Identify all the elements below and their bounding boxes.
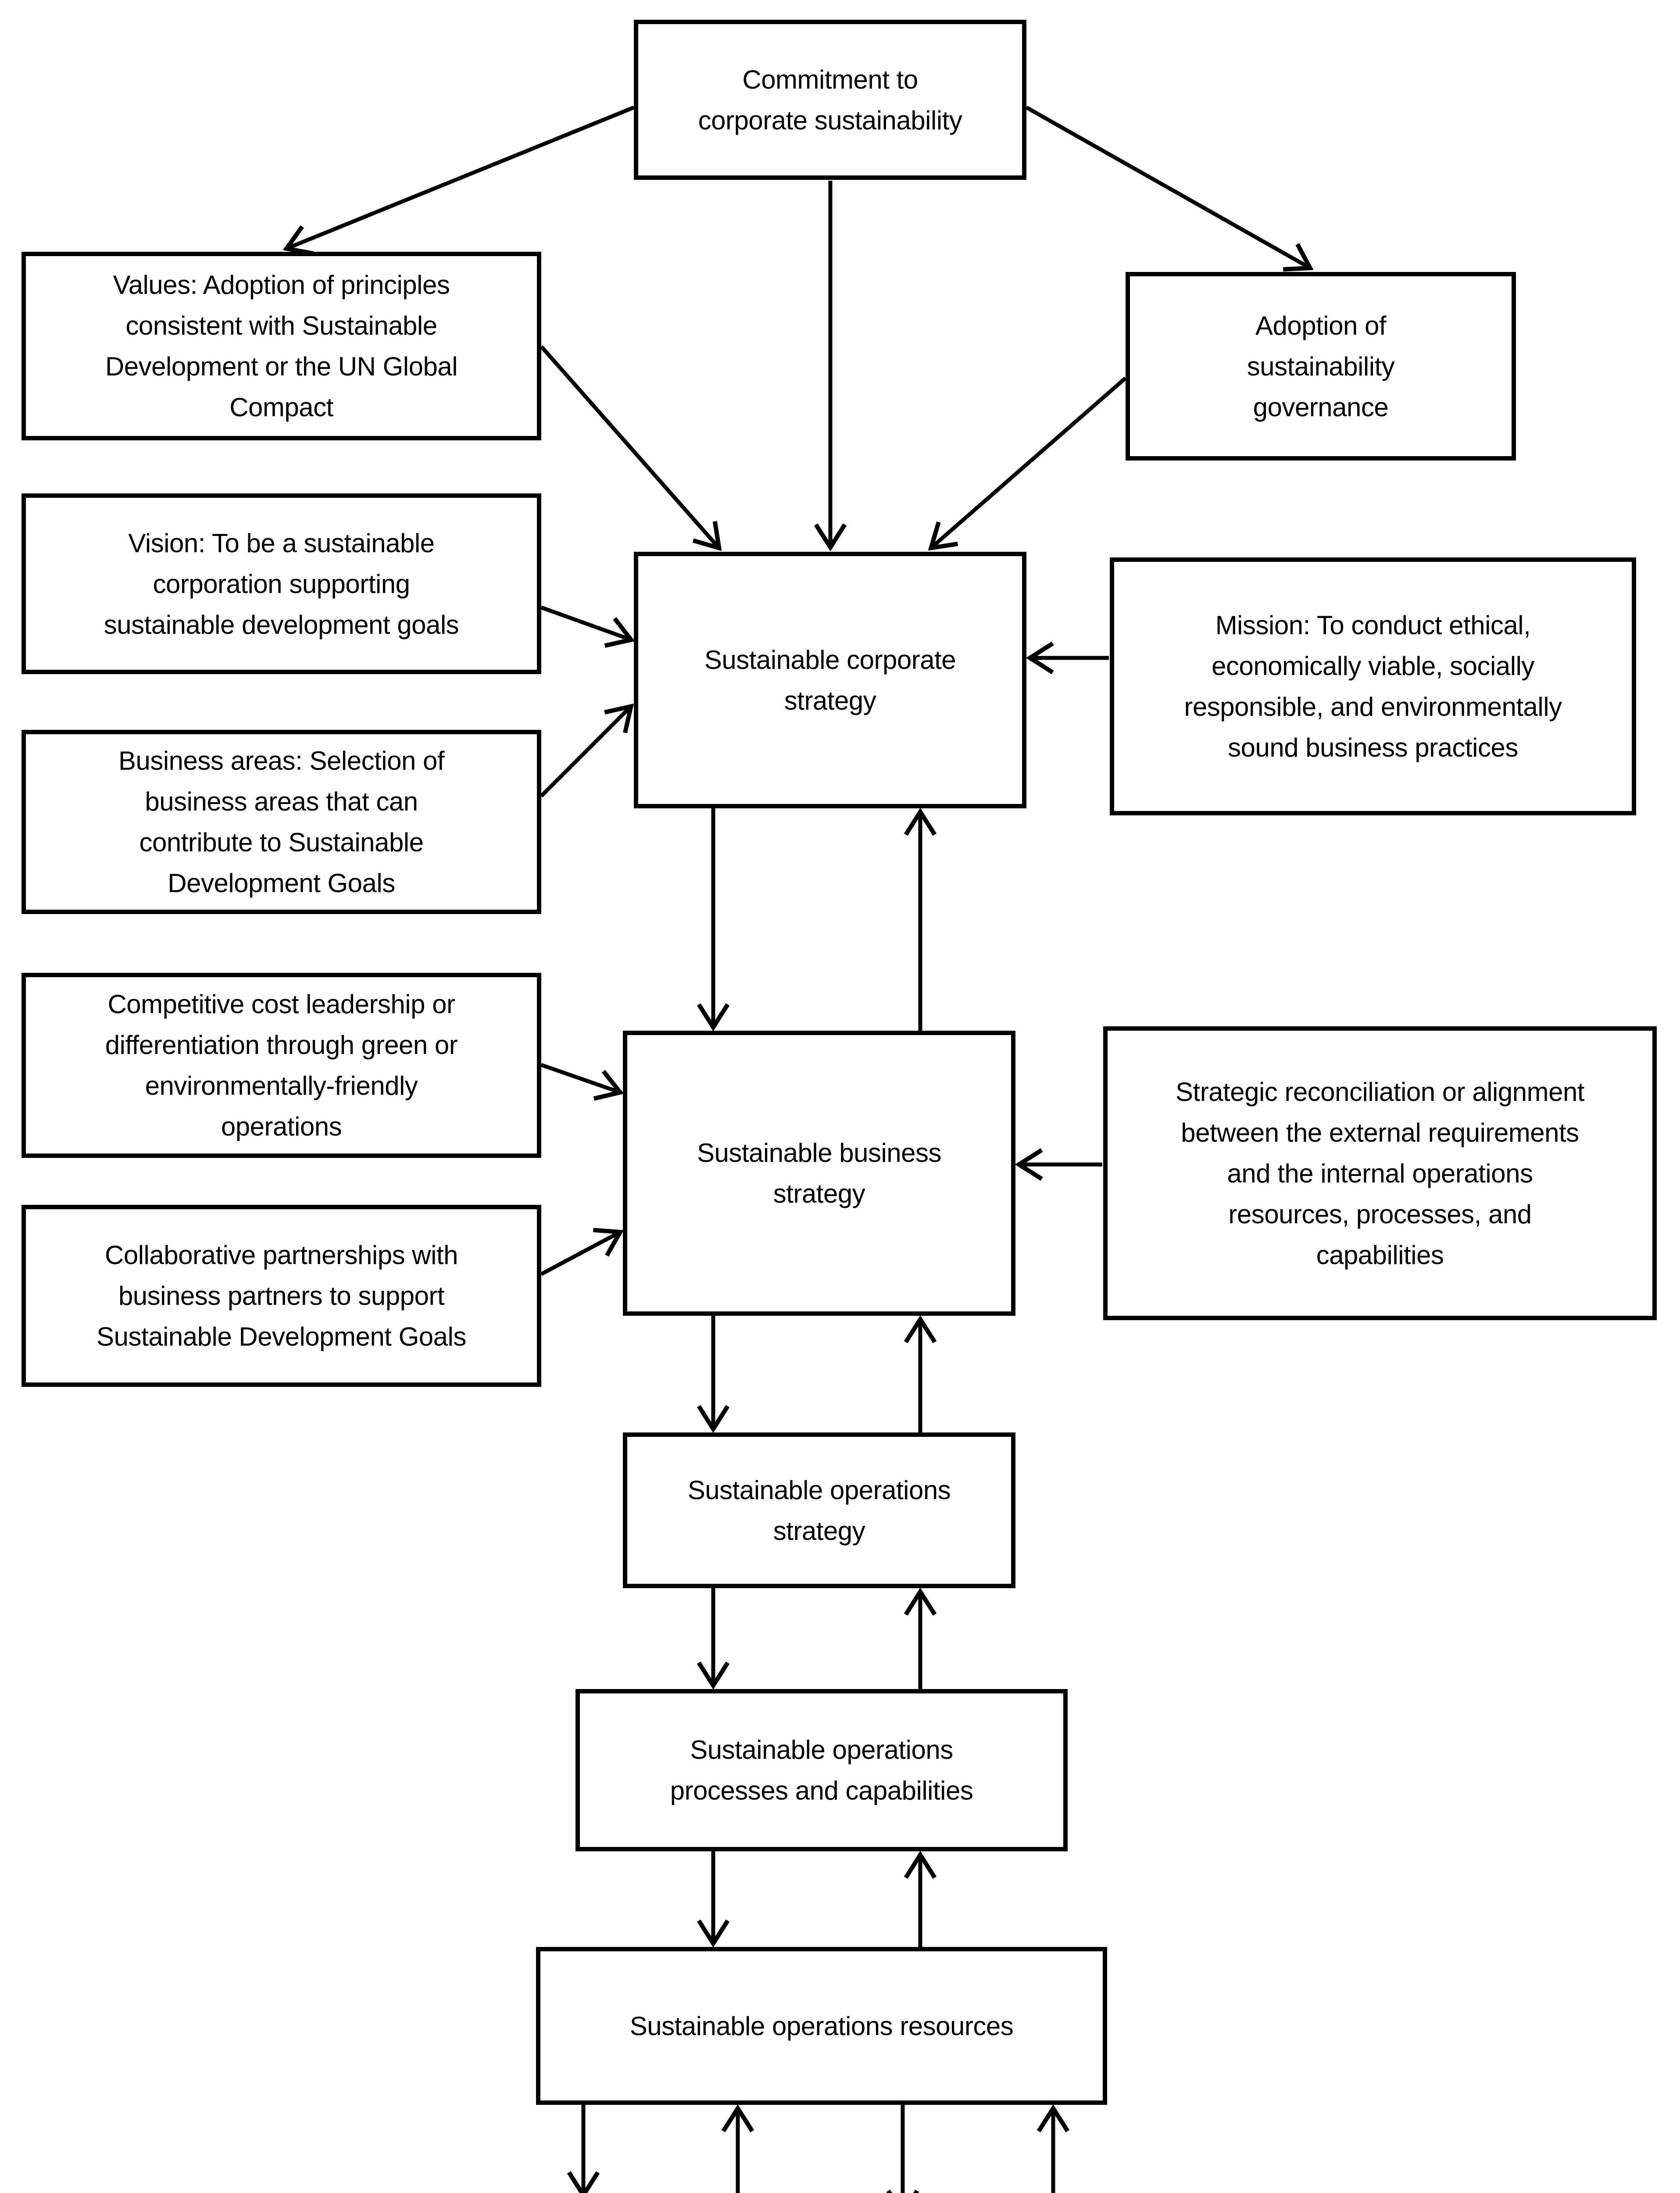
- arrow-values-to-corporate: [540, 345, 718, 547]
- node-reconciliation-label: Strategic reconciliation or alignment be…: [1176, 1077, 1584, 1270]
- node-mission-label: Mission: To conduct ethical, economicall…: [1184, 611, 1562, 762]
- node-commitment-label: Commitment to corporate sustainability: [698, 64, 962, 135]
- node-operations-strategy: Sustainable operations strategy: [623, 1432, 1015, 1588]
- node-governance: Adoption of sustainability governance: [1126, 272, 1516, 461]
- node-corporate-strategy: Sustainable corporate strategy: [634, 552, 1026, 808]
- node-commitment: Commitment to corporate sustainability: [634, 20, 1026, 180]
- node-operations-resources-label: Sustainable operations resources: [629, 2011, 1014, 2041]
- arrow-competitive-to-business: [540, 1063, 619, 1092]
- arrow-business-areas-to-corporate: [540, 707, 630, 798]
- node-mission: Mission: To conduct ethical, economicall…: [1110, 557, 1636, 815]
- arrow-commitment-to-governance: [1025, 106, 1309, 268]
- node-vision-label: Vision: To be a sustainable corporation …: [104, 528, 459, 639]
- node-collaborative-label: Collaborative partnerships with business…: [97, 1240, 466, 1351]
- node-business-areas-label: Business areas: Selection of business ar…: [118, 746, 445, 898]
- node-values-label: Values: Adoption of principles consisten…: [105, 270, 458, 422]
- node-business-strategy: Sustainable business strategy: [623, 1031, 1015, 1316]
- arrow-governance-to-corporate: [932, 376, 1127, 547]
- node-collaborative: Collaborative partnerships with business…: [21, 1205, 541, 1387]
- node-operations-processes-label: Sustainable operations processes and cap…: [670, 1735, 973, 1805]
- node-competitive: Competitive cost leadership or different…: [21, 973, 541, 1158]
- node-governance-label: Adoption of sustainability governance: [1247, 311, 1395, 422]
- node-competitive-label: Competitive cost leadership or different…: [105, 989, 458, 1141]
- arrow-collaborative-to-business: [540, 1232, 619, 1276]
- node-operations-processes: Sustainable operations processes and cap…: [575, 1689, 1068, 1851]
- node-operations-resources: Sustainable operations resources: [536, 1947, 1107, 2105]
- arrow-commitment-to-values: [287, 105, 635, 248]
- node-reconciliation: Strategic reconciliation or alignment be…: [1103, 1026, 1657, 1320]
- arrow-vision-to-corporate: [540, 605, 630, 639]
- node-corporate-strategy-label: Sustainable corporate strategy: [704, 645, 956, 715]
- node-vision: Vision: To be a sustainable corporation …: [21, 493, 541, 674]
- node-business-areas: Business areas: Selection of business ar…: [21, 730, 541, 914]
- node-values: Values: Adoption of principles consisten…: [21, 252, 541, 440]
- node-operations-strategy-label: Sustainable operations strategy: [687, 1475, 951, 1546]
- node-business-strategy-label: Sustainable business strategy: [697, 1138, 942, 1208]
